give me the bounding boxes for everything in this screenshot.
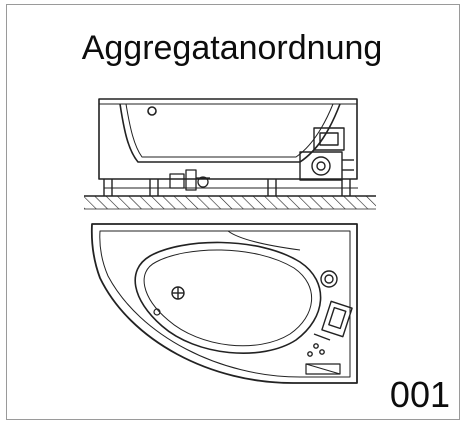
tub-outline bbox=[90, 223, 358, 384]
tub-basin bbox=[134, 241, 322, 354]
pump-unit-top bbox=[307, 300, 353, 357]
tub-apron bbox=[98, 98, 358, 180]
side-view bbox=[84, 98, 376, 197]
support-feet bbox=[103, 179, 358, 196]
pump-unit bbox=[299, 127, 354, 181]
sheet-number: 001 bbox=[389, 374, 450, 415]
tub-shell bbox=[119, 103, 341, 163]
overflow-fitting bbox=[147, 106, 157, 116]
drain-icon bbox=[171, 286, 185, 300]
tub-rim bbox=[99, 230, 351, 378]
floor-hatch bbox=[84, 196, 376, 209]
drawing-frame bbox=[6, 4, 460, 420]
jet-fitting bbox=[320, 270, 338, 288]
drain-assembly bbox=[169, 169, 210, 191]
top-view bbox=[90, 223, 358, 384]
drawing-title: Aggregatanordnung bbox=[81, 29, 383, 67]
